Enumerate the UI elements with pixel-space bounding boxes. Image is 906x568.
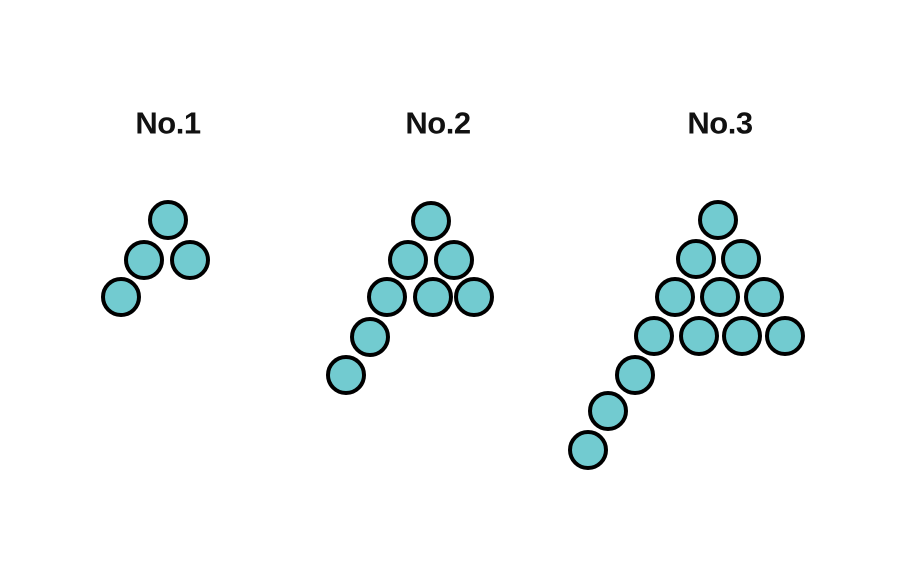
circle-triangle-row-2 — [721, 239, 761, 279]
figure-label-1: No.1 — [135, 105, 201, 141]
circle-triangle-row-3 — [744, 277, 784, 317]
circle-triangle-row-2 — [434, 240, 474, 280]
circle-tail — [568, 430, 608, 470]
circle-triangle-row-2 — [124, 240, 164, 280]
circle-triangle-row-3 — [700, 277, 740, 317]
circle-tail — [101, 277, 141, 317]
circle-triangle-row-3 — [413, 277, 453, 317]
circle-triangle-row-2 — [676, 239, 716, 279]
circle-triangle-row-1 — [148, 200, 188, 240]
circle-triangle-row-3 — [367, 277, 407, 317]
circle-triangle-row-4 — [722, 316, 762, 356]
circle-tail — [615, 355, 655, 395]
circle-triangle-row-3 — [454, 277, 494, 317]
circle-triangle-row-2 — [170, 240, 210, 280]
circle-triangle-row-2 — [388, 240, 428, 280]
circle-triangle-row-3 — [655, 277, 695, 317]
circle-triangle-row-1 — [698, 200, 738, 240]
circle-triangle-row-4 — [679, 316, 719, 356]
circle-tail — [326, 355, 366, 395]
circle-tail — [588, 391, 628, 431]
circle-tail — [350, 317, 390, 357]
circle-triangle-row-1 — [411, 201, 451, 241]
circle-triangle-row-4 — [765, 316, 805, 356]
figure-label-3: No.3 — [687, 105, 753, 141]
figure-label-2: No.2 — [405, 105, 471, 141]
circle-triangle-row-4 — [634, 316, 674, 356]
